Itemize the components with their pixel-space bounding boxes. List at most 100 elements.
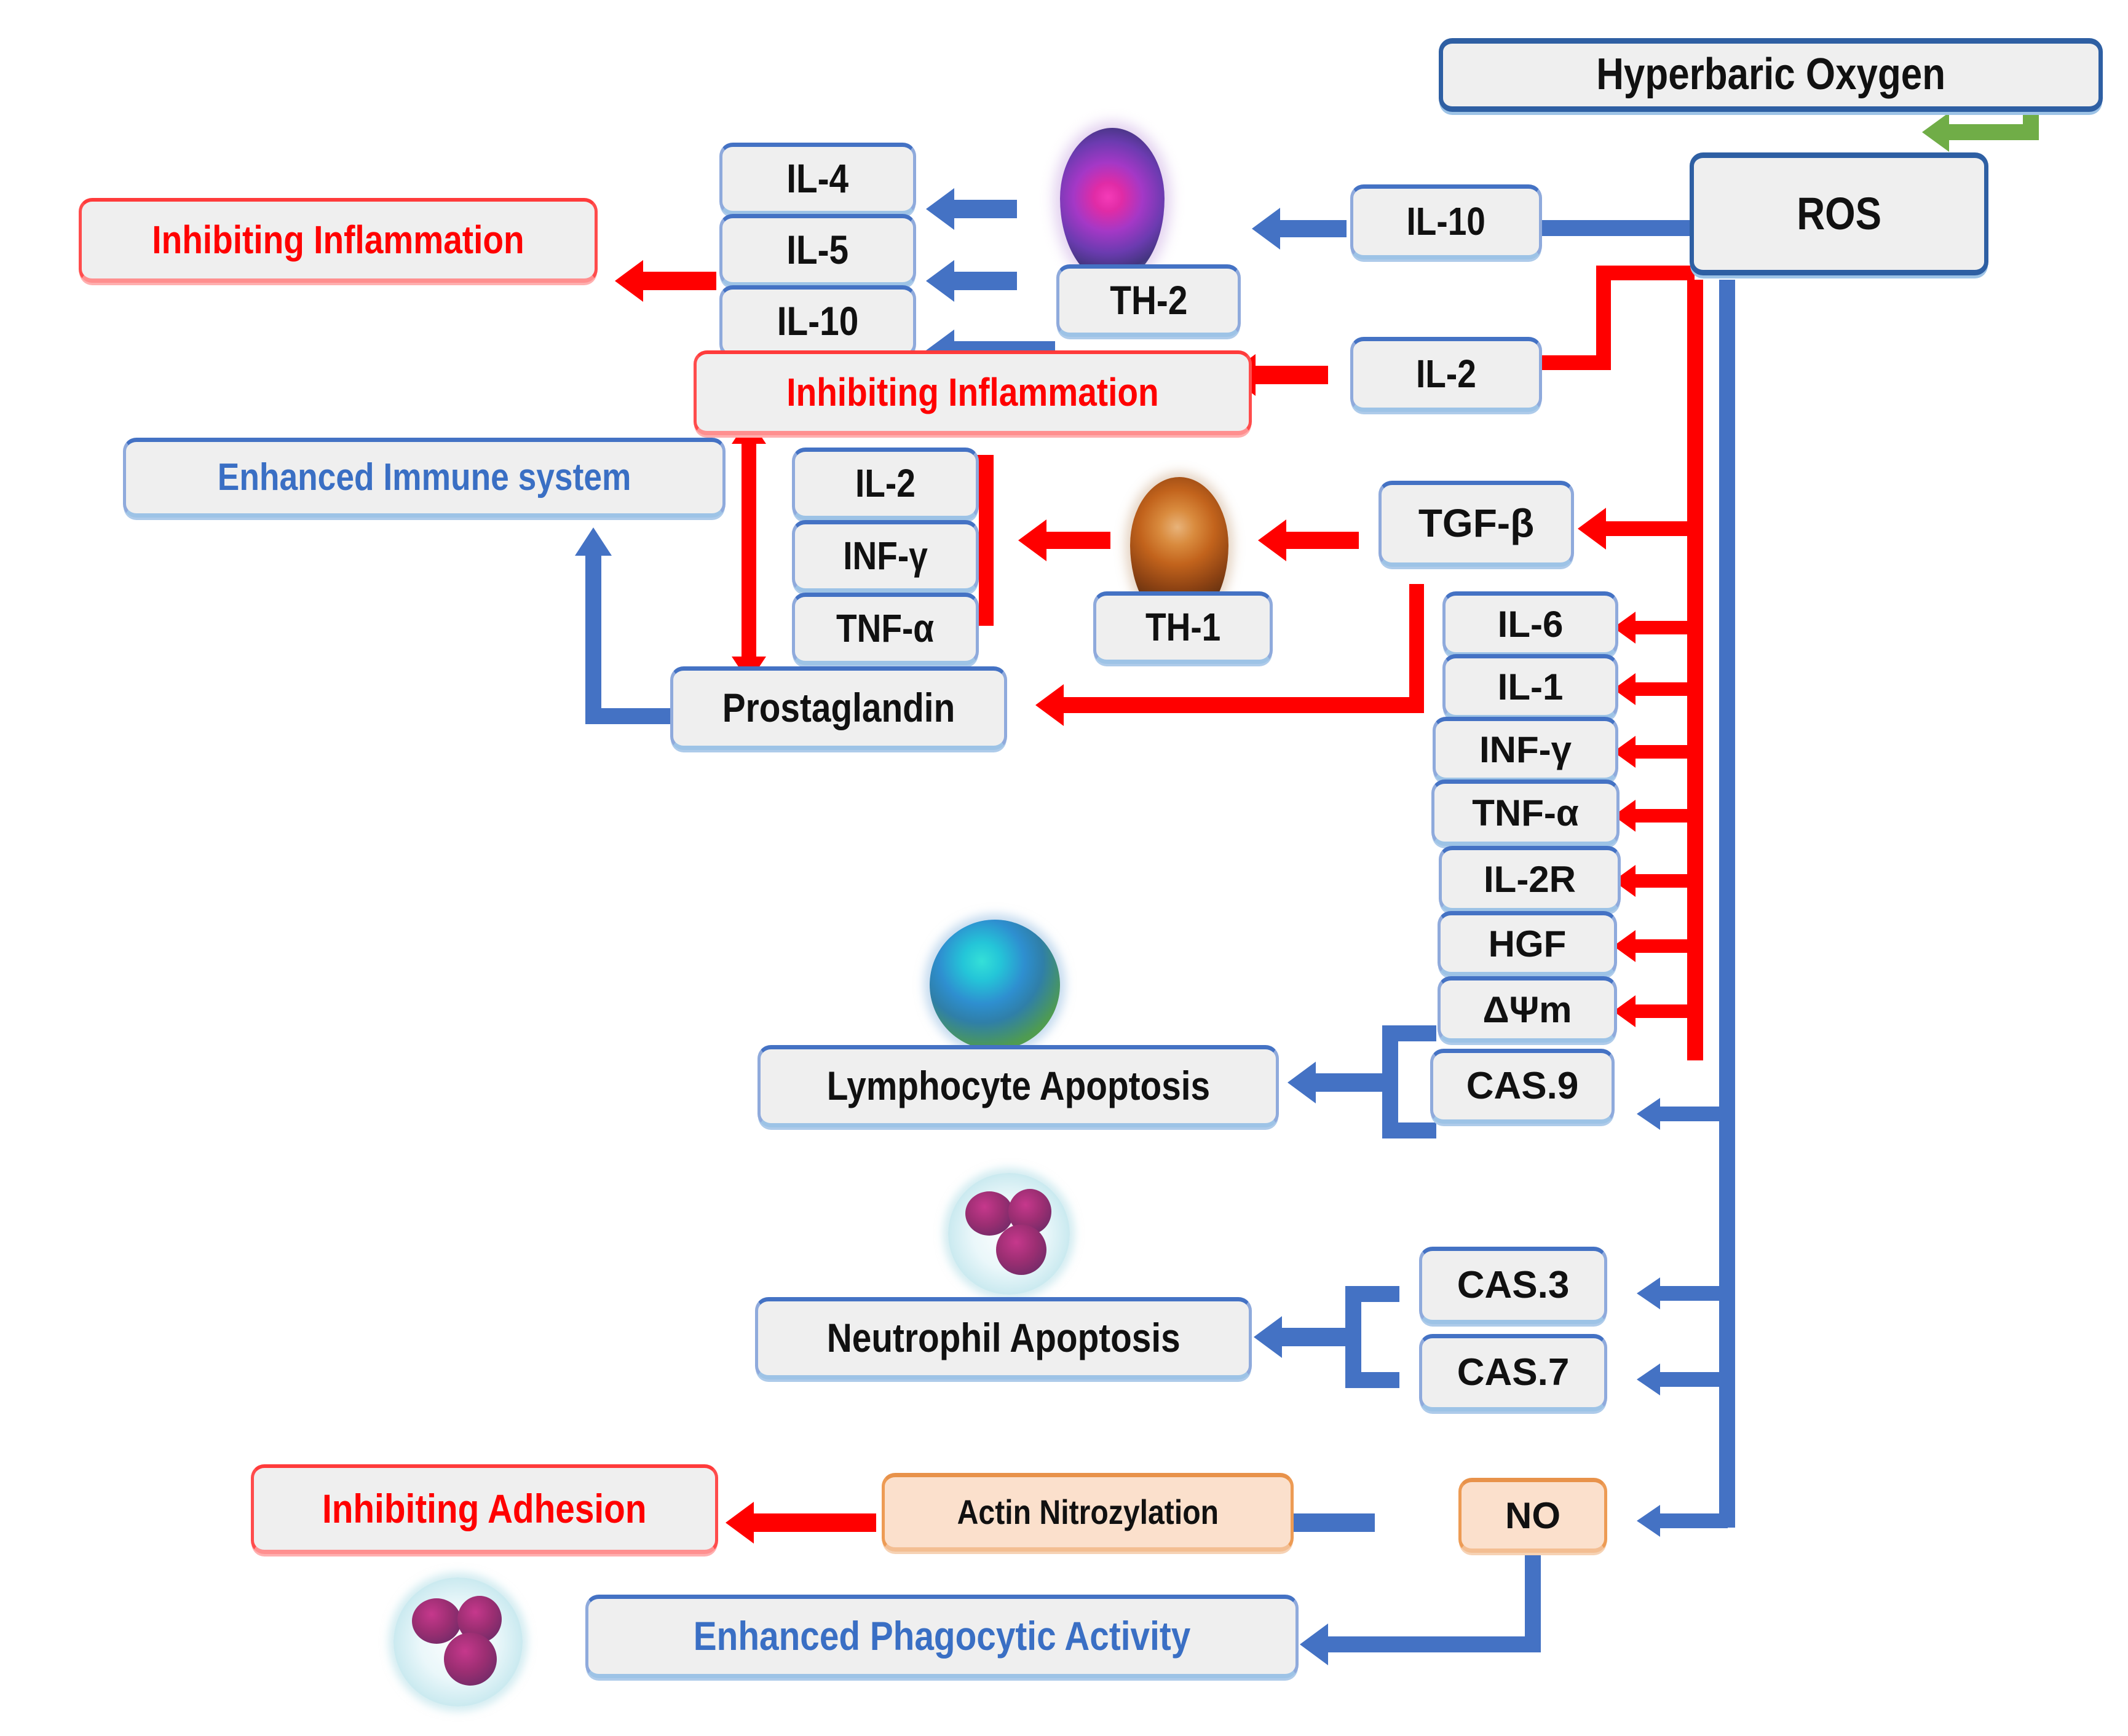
blue-connector-th2-to-il5 bbox=[953, 272, 1017, 290]
node-il2r[interactable]: IL-2R bbox=[1439, 846, 1621, 912]
node-il2-th1[interactable]: IL-2 bbox=[792, 448, 979, 520]
red-connector-to-inhibiting-inflammation-1 bbox=[643, 272, 716, 290]
node-label-hgf: HGF bbox=[1488, 923, 1567, 965]
red-connector-to-infg bbox=[1636, 745, 1695, 759]
node-enhanced-phagocytic-activity[interactable]: Enhanced Phagocytic Activity bbox=[585, 1595, 1299, 1678]
blue-arrowhead-to-enhanced-immune-system bbox=[575, 527, 612, 556]
node-label-tgfb: TGF-β bbox=[1418, 501, 1535, 546]
node-inhibiting-inflammation-2[interactable]: Inhibiting Inflammation bbox=[694, 350, 1252, 435]
blue-connector-to-cas3 bbox=[1660, 1286, 1728, 1301]
red-arrowhead-to-dpsim bbox=[1613, 995, 1636, 1027]
node-label-il2-right: IL-2 bbox=[1416, 352, 1476, 397]
node-il1[interactable]: IL-1 bbox=[1442, 654, 1618, 719]
red-arrowhead-to-inhibiting-inflammation-1 bbox=[615, 260, 643, 302]
blue-connector-to-no bbox=[1660, 1513, 1728, 1528]
green-connector-horizontal bbox=[1949, 124, 2039, 140]
node-label-enhanced-immune-system: Enhanced Immune system bbox=[217, 456, 631, 499]
node-prostaglandin[interactable]: Prostaglandin bbox=[670, 666, 1007, 750]
blue-arrowhead-to-th2-cell bbox=[1252, 208, 1280, 250]
node-hgf[interactable]: HGF bbox=[1438, 911, 1617, 976]
blue-bracket-top-lymph bbox=[1382, 1025, 1436, 1041]
red-connector-to-dpsim bbox=[1636, 1004, 1695, 1018]
node-label-inhibiting-adhesion: Inhibiting Adhesion bbox=[322, 1485, 647, 1531]
node-label-hyperbaric-oxygen: Hyperbaric Oxygen bbox=[1596, 50, 1945, 100]
node-label-il6: IL-6 bbox=[1497, 603, 1564, 645]
red-connector-to-il1 bbox=[1636, 682, 1695, 696]
red-connector-to-tgfb bbox=[1605, 521, 1695, 536]
node-label-enhanced-phagocytic-activity: Enhanced Phagocytic Activity bbox=[693, 1613, 1191, 1659]
node-neutrophil-apoptosis[interactable]: Neutrophil Apoptosis bbox=[755, 1297, 1252, 1379]
node-infg-th1[interactable]: INF-γ bbox=[792, 520, 979, 593]
blue-arrowhead-to-cas7 bbox=[1637, 1363, 1660, 1395]
blue-bracket-bottom-lymph bbox=[1382, 1122, 1436, 1138]
red-connector-th1-to-trio bbox=[1045, 532, 1110, 549]
red-connector-il2-vertical bbox=[1596, 266, 1611, 370]
node-label-ros: ROS bbox=[1797, 188, 1881, 240]
blue-connector-th2-to-il4 bbox=[953, 200, 1017, 218]
blue-connector-to-cas9 bbox=[1660, 1107, 1728, 1121]
blue-trunk-vertical bbox=[1719, 280, 1735, 1528]
node-th1[interactable]: TH-1 bbox=[1093, 591, 1273, 664]
node-label-infg-th1: INF-γ bbox=[843, 534, 928, 578]
th2-cell-image bbox=[1060, 128, 1165, 282]
node-label-neutrophil-apoptosis: Neutrophil Apoptosis bbox=[826, 1315, 1181, 1361]
node-enhanced-immune-system[interactable]: Enhanced Immune system bbox=[123, 438, 726, 518]
neutrophil-nucleus-lobe bbox=[412, 1598, 461, 1644]
node-il2-right[interactable]: IL-2 bbox=[1350, 337, 1542, 412]
node-label-th2: TH-2 bbox=[1109, 277, 1188, 323]
node-il10-right[interactable]: IL-10 bbox=[1350, 184, 1542, 259]
node-label-no: NO bbox=[1505, 1494, 1560, 1536]
node-inhibiting-adhesion[interactable]: Inhibiting Adhesion bbox=[251, 1464, 718, 1554]
red-connector-actin-to-adhesion bbox=[753, 1513, 876, 1532]
red-double-arrow-shaft bbox=[742, 443, 756, 659]
red-connector-il2-to-inhibiting-inflammation-2 bbox=[1254, 366, 1328, 384]
red-connector-to-prostaglandin bbox=[1064, 697, 1424, 713]
node-label-tnfa-th1: TNF-α bbox=[836, 606, 935, 651]
red-arrowhead-to-prostaglandin bbox=[1035, 684, 1064, 726]
node-inhibiting-inflammation-1[interactable]: Inhibiting Inflammation bbox=[79, 198, 598, 283]
blue-arrowhead-to-cas9 bbox=[1637, 1098, 1660, 1130]
blue-arrowhead-to-cas3 bbox=[1637, 1277, 1660, 1309]
node-label-cas9: CAS.9 bbox=[1466, 1065, 1579, 1108]
node-ros[interactable]: ROS bbox=[1690, 152, 1988, 275]
blue-arrowhead-to-lymphocyte-apoptosis bbox=[1287, 1062, 1316, 1103]
node-tgfb[interactable]: TGF-β bbox=[1378, 481, 1574, 567]
blue-connector-to-phagocytic bbox=[1328, 1636, 1541, 1652]
node-infg[interactable]: INF-γ bbox=[1433, 717, 1618, 782]
node-label-il10-right: IL-10 bbox=[1406, 199, 1486, 244]
blue-connector-to-lymphocyte-apoptosis bbox=[1316, 1073, 1388, 1092]
blue-arrowhead-to-enhanced-phagocytic-activity bbox=[1300, 1624, 1328, 1665]
node-label-il2-th1: IL-2 bbox=[855, 461, 916, 506]
node-tnfa-th1[interactable]: TNF-α bbox=[792, 593, 979, 665]
red-connector-tgfb-to-th1 bbox=[1285, 532, 1359, 549]
node-hyperbaric-oxygen[interactable]: Hyperbaric Oxygen bbox=[1439, 38, 2103, 112]
node-th2[interactable]: TH-2 bbox=[1056, 264, 1241, 337]
node-label-cas3: CAS.3 bbox=[1457, 1264, 1570, 1307]
node-tnfa[interactable]: TNF-α bbox=[1431, 779, 1620, 846]
red-connector-to-il6 bbox=[1636, 621, 1695, 634]
node-label-il1: IL-1 bbox=[1497, 666, 1564, 708]
node-no[interactable]: NO bbox=[1458, 1478, 1607, 1553]
node-cas9[interactable]: CAS.9 bbox=[1430, 1049, 1615, 1124]
red-arrowhead-to-tgfb bbox=[1578, 508, 1606, 550]
blue-connector-to-cas7 bbox=[1660, 1372, 1728, 1387]
neutrophil-cell-image-upper bbox=[948, 1173, 1070, 1295]
node-cas7[interactable]: CAS.7 bbox=[1419, 1334, 1607, 1411]
node-label-infg: INF-γ bbox=[1479, 728, 1572, 770]
node-label-dpsim: ΔΨm bbox=[1482, 988, 1572, 1030]
node-label-lymphocyte-apoptosis: Lymphocyte Apoptosis bbox=[826, 1063, 1210, 1109]
node-il5[interactable]: IL-5 bbox=[719, 214, 916, 286]
node-il10-left[interactable]: IL-10 bbox=[719, 285, 916, 358]
node-il6[interactable]: IL-6 bbox=[1442, 591, 1618, 657]
neutrophil-nucleus-lobe bbox=[996, 1225, 1046, 1275]
node-label-actin-nitrozylation: Actin Nitrozylation bbox=[957, 1492, 1219, 1531]
blue-arrowhead-to-no bbox=[1637, 1505, 1660, 1537]
node-actin-nitrozylation[interactable]: Actin Nitrozylation bbox=[882, 1473, 1294, 1552]
node-cas3[interactable]: CAS.3 bbox=[1419, 1247, 1607, 1324]
node-lymphocyte-apoptosis[interactable]: Lymphocyte Apoptosis bbox=[757, 1045, 1279, 1127]
node-dpsim[interactable]: ΔΨm bbox=[1438, 976, 1617, 1043]
lymphocyte-cell-image bbox=[930, 920, 1060, 1050]
node-il4[interactable]: IL-4 bbox=[719, 143, 916, 215]
node-label-prostaglandin: Prostaglandin bbox=[722, 685, 955, 731]
